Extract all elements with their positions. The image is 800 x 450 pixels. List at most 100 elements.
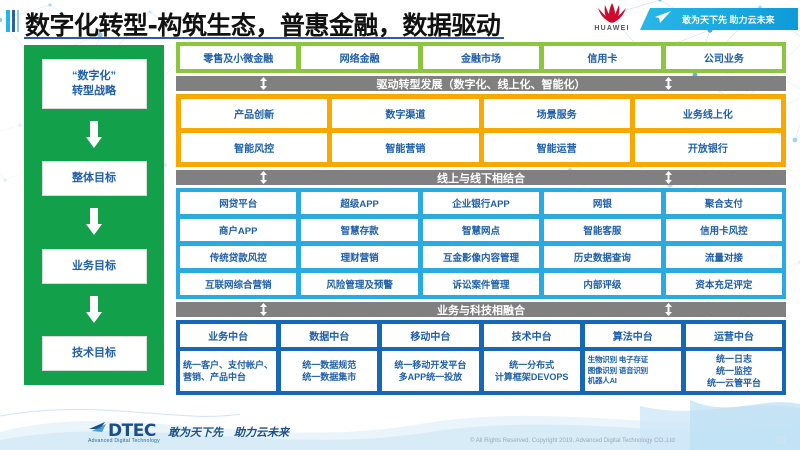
platform-head-algorithm[interactable]: 算法中台 (584, 324, 681, 347)
dtec-subtitle: Advanced Digital Technology (88, 438, 160, 444)
cell-corporate-bank-app[interactable]: 企业银行APP (422, 192, 540, 214)
copyright-text: © All Rights Reserved. Copyright 2019, A… (470, 438, 675, 444)
cell-image-content-management[interactable]: 互金影像内容管理 (422, 246, 540, 268)
cell-smart-customer-service[interactable]: 智能客服 (544, 219, 661, 241)
paper-plane-icon (654, 10, 672, 29)
cell-capital-adequacy-assessment[interactable]: 资本充足评定 (665, 273, 783, 295)
platform-body-business: 统一客户、支付帐户、营销、产品中台 (180, 351, 277, 391)
cell-product-innovation[interactable]: 产品创新 (181, 99, 328, 128)
footer-slogan: 敢为天下先 助力云未来 (168, 427, 289, 439)
cyan-row-1: 网贷平台 超级APP 企业银行APP 网银 聚合支付 (180, 192, 783, 214)
orange-row-2: 智能风控 智能营销 智能运营 开放银行 (181, 133, 781, 162)
platform-detail-operation-2: 统一监控 (715, 365, 752, 376)
cell-traffic-integration[interactable]: 流量对接 (665, 246, 783, 268)
cell-litigation-case-management[interactable]: 诉讼案件管理 (422, 273, 540, 295)
platform-body-operation: 统一日志 统一监控 统一云管平台 (685, 351, 783, 391)
platform-detail-mobile-1: 统一移动开发平台 (394, 359, 467, 370)
cell-aggregate-payment[interactable]: 聚合支付 (665, 192, 783, 214)
down-arrow-icon-1 (86, 120, 102, 149)
cell-smart-risk-control[interactable]: 智能风控 (181, 133, 328, 162)
sidebar-item-digital-strategy[interactable]: “数字化” 转型战略 (41, 59, 147, 109)
cell-business-online[interactable]: 业务线上化 (634, 99, 781, 128)
cell-open-banking[interactable]: 开放银行 (634, 133, 781, 162)
platform-detail-technology-2: 计算框架DEVOPS (494, 372, 569, 382)
connector-drive-transformation: 驱动转型发展（数字化、线上化、智能化） (176, 76, 786, 91)
business-lines-row: 零售及小微金融 网络金融 金融市场 信用卡 公司业务 (180, 46, 783, 69)
double-arrow-icon-right-3 (665, 303, 672, 316)
cell-smart-operation[interactable]: 智能运营 (483, 133, 630, 162)
connector-label-2: 线上与线下相结合 (437, 172, 525, 185)
cell-wealth-marketing[interactable]: 理财营销 (301, 246, 418, 268)
platform-column-operation: 运营中台 统一日志 统一监控 统一云管平台 (685, 324, 783, 391)
platform-body-mobile: 统一移动开发平台 多APP统一投放 (382, 351, 479, 391)
sidebar-label-line1: “数字化” (72, 70, 116, 82)
platform-head-business[interactable]: 业务中台 (180, 324, 277, 347)
huawei-wordmark: HUAWEI (594, 25, 630, 32)
cell-digital-channel[interactable]: 数字渠道 (332, 99, 479, 128)
cyan-row-3: 传统贷款风控 理财营销 互金影像内容管理 历史数据查询 流量对接 (180, 246, 783, 268)
platform-detail-algorithm-1: 生物识别 电子存证 (587, 355, 648, 365)
sidebar-item-technology-goal[interactable]: 技术目标 (41, 336, 147, 371)
platform-head-data[interactable]: 数据中台 (281, 324, 378, 347)
connector-business-tech-fusion: 业务与科技相融合 (176, 302, 786, 317)
platform-head-technology[interactable]: 技术中台 (483, 324, 580, 347)
platform-body-data: 统一数据规范 统一数据集市 (281, 351, 378, 391)
orange-row-1: 产品创新 数字渠道 场景服务 业务线上化 (181, 99, 781, 128)
cell-internet-integrated-marketing[interactable]: 互联网综合营销 (180, 273, 297, 295)
double-arrow-icon-right-1 (665, 77, 672, 90)
platform-detail-business-1: 统一客户、支付帐户、营销、产品中台 (183, 359, 274, 382)
sidebar-item-overall-goal[interactable]: 整体目标 (41, 161, 147, 197)
platform-head-mobile[interactable]: 移动中台 (382, 324, 479, 347)
cell-online-lending-platform[interactable]: 网贷平台 (180, 192, 297, 214)
sidebar-item-business-goal[interactable]: 业务目标 (41, 248, 147, 284)
platform-detail-algorithm-3: 机器人AI (587, 376, 617, 386)
double-arrow-icon-right-2 (665, 171, 672, 184)
double-arrow-icon-left-2 (260, 171, 267, 184)
cell-internal-rating[interactable]: 内部评级 (544, 273, 661, 295)
middle-platforms-band: 业务中台 统一客户、支付帐户、营销、产品中台 数据中台 统一数据规范 统一数据集… (176, 320, 786, 395)
cell-traditional-loan-risk[interactable]: 传统贷款风控 (180, 246, 297, 268)
platform-body-algorithm: 生物识别 电子存证 图像识别 语音识别 机器人AI (584, 351, 681, 391)
cell-risk-management-warning[interactable]: 风险管理及预警 (301, 273, 418, 295)
cell-corporate-business[interactable]: 公司业务 (665, 46, 783, 69)
platform-head-operation[interactable]: 运营中台 (685, 324, 783, 347)
content-stack: 零售及小微金融 网络金融 金融市场 信用卡 公司业务 驱动转型发展（数字化、线上… (176, 42, 786, 395)
platform-detail-operation-3: 统一云管平台 (706, 378, 761, 389)
cell-financial-market[interactable]: 金融市场 (422, 46, 540, 69)
huawei-flower-icon (592, 2, 632, 24)
connector-online-offline: 线上与线下相结合 (176, 170, 786, 185)
cell-credit-card[interactable]: 信用卡 (544, 46, 661, 69)
slide-footer: DTEC Advanced Digital Technology 敢为天下先 助… (0, 408, 800, 450)
connector-label-1: 驱动转型发展（数字化、线上化、智能化） (376, 78, 586, 91)
huawei-logo: HUAWEI (586, 2, 638, 38)
platform-detail-technology-1: 统一分布式 (509, 359, 555, 370)
double-arrow-icon-left-3 (260, 303, 267, 316)
platform-body-technology: 统一分布式 计算框架DEVOPS (483, 351, 580, 391)
cell-internet-finance[interactable]: 网络金融 (301, 46, 418, 69)
title-underline (24, 37, 504, 39)
platform-detail-mobile-2: 多APP统一投放 (398, 372, 463, 382)
slide-body: “数字化” 转型战略 整体目标 业务目标 技术目标 零售及小微金融 网络金融 金… (0, 40, 800, 410)
applications-band: 网贷平台 超级APP 企业银行APP 网银 聚合支付 商户APP 智慧存款 智慧… (176, 188, 786, 299)
cell-smart-branch[interactable]: 智慧网点 (422, 219, 540, 241)
platform-column-algorithm: 算法中台 生物识别 电子存证 图像识别 语音识别 机器人AI (584, 324, 681, 391)
down-arrow-icon-2 (86, 208, 102, 236)
cell-smart-deposit[interactable]: 智慧存款 (301, 219, 418, 241)
business-lines-band: 零售及小微金融 网络金融 金融市场 信用卡 公司业务 (176, 42, 786, 73)
connector-label-3: 业务与科技相融合 (437, 304, 525, 317)
platform-detail-algorithm-2: 图像识别 语音识别 (587, 365, 648, 375)
cell-historical-data-query[interactable]: 历史数据查询 (544, 246, 661, 268)
slide-header: 数字化转型-构筑生态，普惠金融，数据驱动 HUAWEI 敢为天下先 助力云未来 (0, 0, 800, 40)
cyan-row-2: 商户APP 智慧存款 智慧网点 智能客服 信用卡风控 (180, 219, 783, 241)
cyan-row-4: 互联网综合营销 风险管理及预警 诉讼案件管理 内部评级 资本充足评定 (180, 273, 783, 295)
cell-merchant-app[interactable]: 商户APP (180, 219, 297, 241)
cell-online-bank[interactable]: 网银 (544, 192, 661, 214)
double-arrow-icon-left-1 (260, 77, 267, 90)
cell-super-app[interactable]: 超级APP (301, 192, 418, 214)
cell-scenario-service[interactable]: 场景服务 (483, 99, 630, 128)
cell-retail-micro-finance[interactable]: 零售及小微金融 (180, 46, 297, 69)
cell-smart-marketing[interactable]: 智能营销 (332, 133, 479, 162)
cell-credit-card-risk-control[interactable]: 信用卡风控 (665, 219, 783, 241)
middle-platforms-grid: 业务中台 统一客户、支付帐户、营销、产品中台 数据中台 统一数据规范 统一数据集… (180, 324, 783, 391)
title-accent-bars (6, 10, 19, 32)
